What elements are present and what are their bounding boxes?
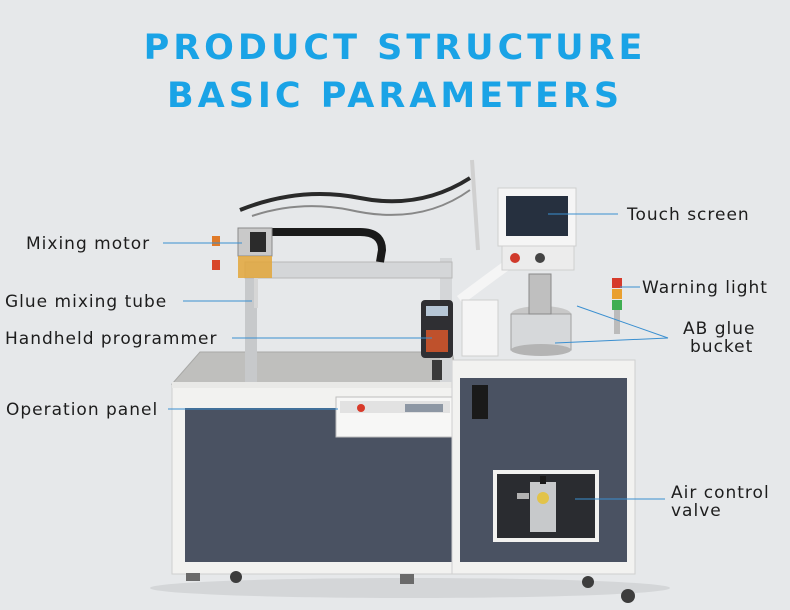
label-warning-light: Warning light: [642, 278, 768, 298]
label-ab-glue-line2: bucket: [690, 337, 754, 357]
title-line-2: BASIC PARAMETERS: [166, 76, 624, 116]
title-line-1: PRODUCT STRUCTURE: [143, 28, 647, 68]
label-air-control-line2: valve: [671, 501, 722, 521]
label-touch-screen: Touch screen: [627, 205, 750, 225]
label-ab-glue-line1: AB glue: [683, 319, 756, 339]
label-mixing-motor: Mixing motor: [26, 234, 151, 254]
label-air-control-line1: Air control: [671, 483, 770, 503]
label-handheld-programmer: Handheld programmer: [5, 329, 218, 349]
label-glue-mixing-tube: Glue mixing tube: [5, 292, 168, 312]
label-operation-panel: Operation panel: [6, 400, 159, 420]
